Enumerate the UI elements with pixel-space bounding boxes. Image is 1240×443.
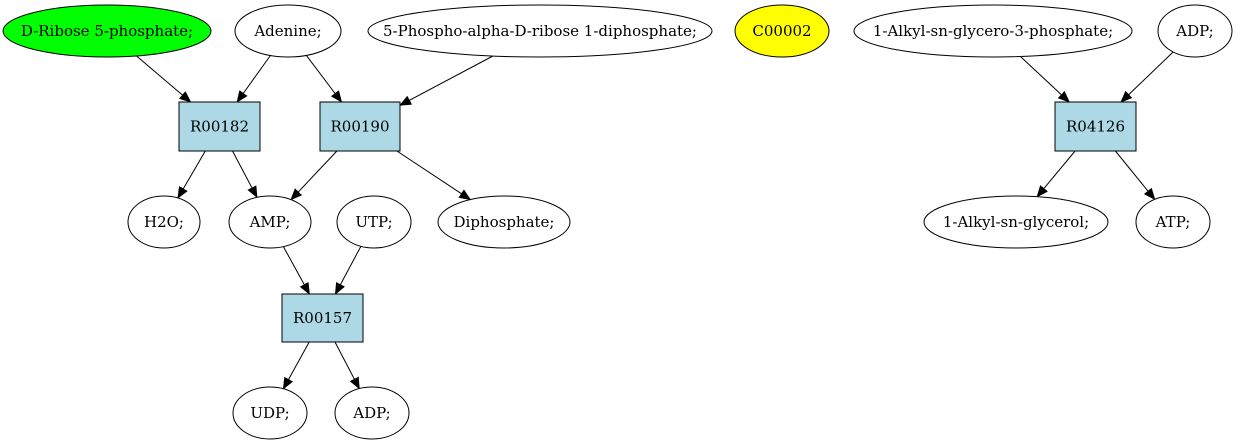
reaction-box [1054, 101, 1137, 152]
compound-node-adp-bottom: ADP; [334, 386, 410, 440]
compound-ellipse [334, 386, 410, 440]
compound-ellipse [2, 4, 212, 58]
node-label: C00002 [752, 22, 811, 40]
edge-r00182-to-amp [232, 150, 258, 199]
node-label: UDP; [250, 404, 289, 422]
compound-node-alkylg3p: 1-Alkyl-sn-glycero-3-phosphate; [853, 4, 1133, 58]
node-label: R00190 [330, 118, 389, 136]
reaction-box [281, 293, 364, 343]
edge-prpp-to-r00190 [399, 55, 494, 106]
edge-adenine-to-r00182 [236, 55, 271, 103]
node-label: Diphosphate; [454, 213, 555, 231]
compound-ellipse [1135, 195, 1211, 249]
compound-node-diphosphate: Diphosphate; [437, 195, 571, 249]
node-label: AMP; [249, 213, 291, 231]
node-label: R00182 [190, 118, 249, 136]
edge-ribose5p-to-r00182 [136, 55, 192, 103]
compound-ellipse [232, 386, 308, 440]
compound-node-prpp: 5-Phospho-alpha-D-ribose 1-diphosphate; [367, 4, 713, 58]
compound-ellipse [127, 195, 201, 249]
edge-r04126-to-atp [1115, 150, 1156, 201]
compound-node-h2o: H2O; [127, 195, 201, 249]
node-label: UTP; [355, 213, 392, 231]
reaction-node-r00182: R00182 [178, 101, 261, 152]
compound-ellipse [923, 195, 1109, 249]
compound-node-adenine: Adenine; [234, 4, 342, 58]
reaction-node-r00190: R00190 [319, 101, 401, 152]
compound-ellipse [367, 4, 713, 58]
node-label: R00157 [293, 309, 352, 327]
compound-node-ribose5p: D-Ribose 5-phosphate; [2, 4, 212, 58]
nodes-layer: D-Ribose 5-phosphate; Adenine; 5-Phospho-a… [2, 4, 1233, 440]
reaction-box [319, 101, 401, 152]
edge-r00157-to-udp [282, 341, 310, 390]
reaction-box [178, 101, 261, 152]
node-label: ADP; [352, 404, 390, 422]
compound-node-alkylglycerol: 1-Alkyl-sn-glycerol; [923, 195, 1109, 249]
edge-r00182-to-h2o [177, 150, 206, 199]
node-label: Adenine; [253, 22, 321, 40]
compound-ellipse [234, 4, 342, 58]
edge-alkylg3p-to-r04126 [1020, 56, 1070, 103]
reaction-node-r00157: R00157 [281, 293, 364, 343]
compound-ellipse [853, 4, 1133, 58]
node-label: 1-Alkyl-sn-glycero-3-phosphate; [873, 22, 1113, 40]
edge-adenine-to-r00190 [306, 55, 343, 103]
compound-node-c00002: C00002 [734, 4, 830, 58]
compound-node-utp: UTP; [336, 195, 412, 249]
compound-ellipse [734, 4, 830, 58]
node-label: R04126 [1066, 118, 1125, 136]
edge-r00157-to-adp-bottom [334, 341, 360, 390]
node-label: ADP; [1175, 22, 1213, 40]
node-label: D-Ribose 5-phosphate; [21, 22, 193, 40]
node-label: H2O; [144, 213, 184, 231]
edge-r00190-to-diphosphate [396, 150, 472, 201]
compound-ellipse [1157, 4, 1233, 58]
edge-r00190-to-amp [290, 150, 338, 201]
compound-node-adp-top: ADP; [1157, 4, 1233, 58]
compound-ellipse [336, 195, 412, 249]
node-label: 1-Alkyl-sn-glycerol; [943, 213, 1089, 231]
reaction-node-r04126: R04126 [1054, 101, 1137, 152]
compound-node-amp: AMP; [228, 195, 312, 249]
edge-r04126-to-alkylglycerol [1036, 150, 1076, 198]
node-label: 5-Phospho-alpha-D-ribose 1-diphosphate; [383, 22, 697, 40]
edge-utp-to-r00157 [334, 246, 362, 295]
compound-node-atp: ATP; [1135, 195, 1211, 249]
edge-adp-top-to-r04126 [1120, 51, 1174, 103]
compound-node-udp: UDP; [232, 386, 308, 440]
compound-ellipse [228, 195, 312, 249]
edge-amp-to-r00157 [282, 246, 310, 295]
edges-layer [136, 51, 1174, 390]
compound-ellipse [437, 195, 571, 249]
node-label: ATP; [1155, 213, 1191, 231]
